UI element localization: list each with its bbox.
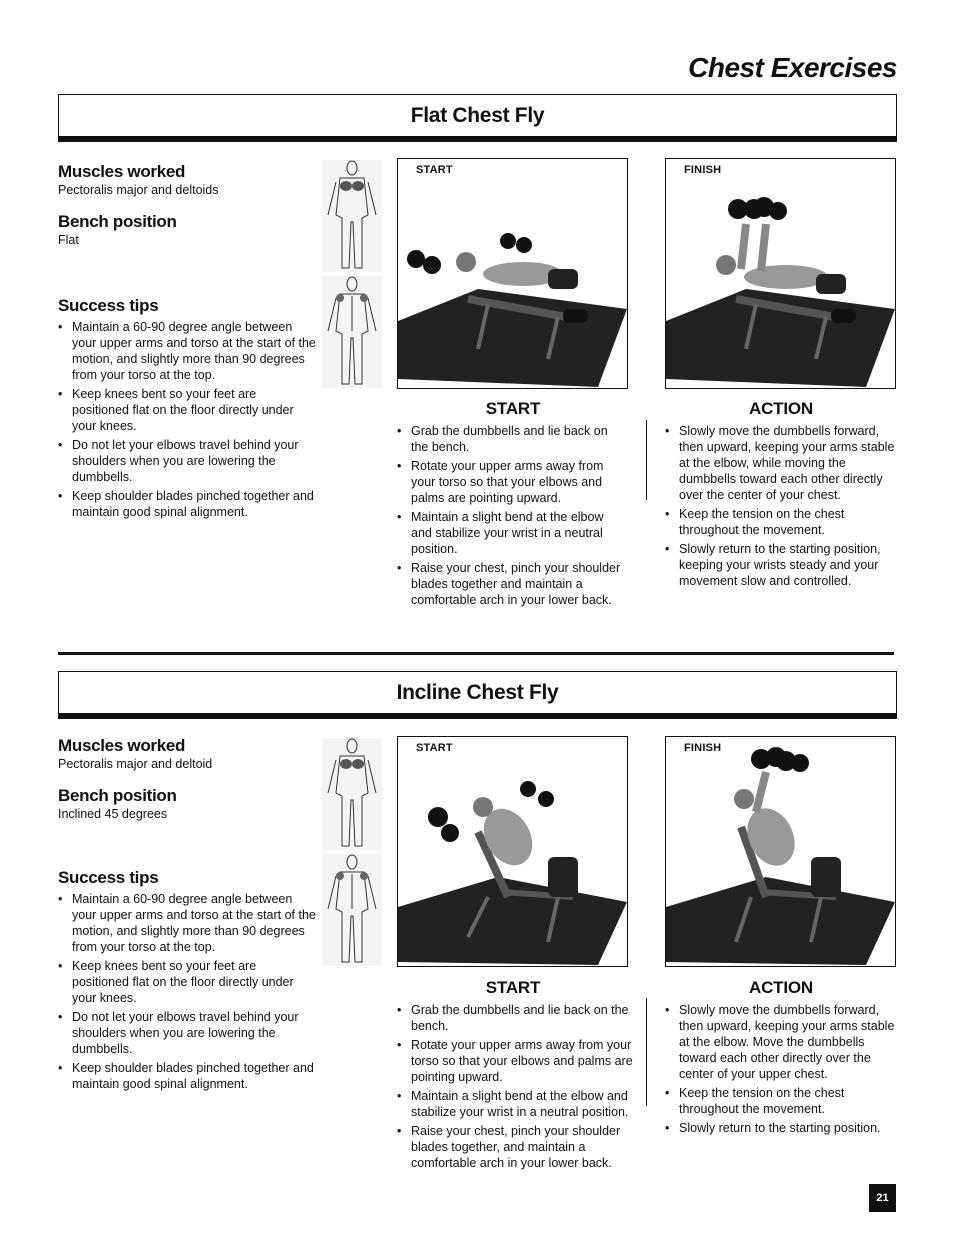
section-header-flat-chest-fly: Flat Chest Fly [58, 94, 897, 142]
section-header-incline-chest-fly: Incline Chest Fly [58, 671, 897, 719]
list-item: Keep the tension on the chest throughout… [665, 1085, 899, 1117]
bench-position-label: Bench position [58, 786, 177, 805]
list-item: Maintain a 60-90 degree angle between yo… [58, 319, 316, 383]
success-tips-list: Maintain a 60-90 degree angle between yo… [58, 319, 316, 520]
exercise-info: Muscles worked Pectoralis major and delt… [58, 736, 316, 1095]
photo-tag-finish: FINISH [684, 742, 722, 754]
muscles-worked-value: Pectoralis major and deltoids [58, 183, 219, 197]
exercise-illustration [398, 781, 627, 965]
photo-tag-start: START [416, 742, 453, 754]
column-rule [646, 420, 647, 500]
success-tips-label: Success tips [58, 296, 159, 315]
column-rule [646, 998, 647, 1106]
finish-photo: FINISH [665, 736, 896, 967]
start-instructions: Grab the dumbbells and lie back on the b… [397, 423, 623, 611]
list-item: Grab the dumbbells and lie back on the b… [397, 1002, 633, 1034]
anatomy-front-figure [322, 738, 382, 850]
photo-tag-finish: FINISH [684, 164, 722, 176]
section-heading: Incline Chest Fly [396, 680, 559, 704]
anatomy-back-figure [322, 276, 382, 388]
list-item: Keep the tension on the chest throughout… [665, 506, 899, 538]
anatomy-back-figure [322, 854, 382, 966]
list-item: Slowly move the dumbbells forward, then … [665, 423, 899, 503]
list-item: Maintain a 60-90 degree angle between yo… [58, 891, 316, 955]
list-item: Rotate your upper arms away from your to… [397, 458, 623, 506]
start-photo: START [397, 736, 628, 967]
muscles-worked-label: Muscles worked [58, 736, 186, 755]
exercise-illustration [666, 197, 895, 387]
anatomy-front-figure [322, 160, 382, 272]
page-number: 21 [869, 1184, 896, 1212]
list-item: Raise your chest, pinch your shoulder bl… [397, 560, 623, 608]
action-instructions: Slowly move the dumbbells forward, then … [665, 423, 899, 592]
action-instructions: Slowly move the dumbbells forward, then … [665, 1002, 899, 1139]
list-item: Keep shoulder blades pinched together an… [58, 1060, 316, 1092]
section-heading: Flat Chest Fly [410, 103, 545, 127]
finish-photo: FINISH [665, 158, 896, 389]
action-heading: ACTION [749, 978, 813, 997]
start-instructions: Grab the dumbbells and lie back on the b… [397, 1002, 633, 1174]
list-item: Rotate your upper arms away from your to… [397, 1037, 633, 1085]
photo-tag-start: START [416, 164, 453, 176]
anatomy-figures [322, 738, 384, 970]
exercise-illustration [666, 747, 895, 965]
start-heading: START [485, 399, 541, 418]
success-tips-list: Maintain a 60-90 degree angle between yo… [58, 891, 316, 1092]
list-item: Maintain a slight bend at the elbow and … [397, 509, 623, 557]
list-item: Raise your chest, pinch your shoulder bl… [397, 1123, 633, 1171]
muscles-worked-value: Pectoralis major and deltoid [58, 757, 213, 771]
list-item: Do not let your elbows travel behind you… [58, 1009, 316, 1057]
list-item: Keep shoulder blades pinched together an… [58, 488, 316, 520]
section-divider [58, 652, 894, 655]
list-item: Keep knees bent so your feet are positio… [58, 386, 316, 434]
start-heading: START [485, 978, 541, 997]
action-heading: ACTION [749, 399, 813, 418]
list-item: Keep knees bent so your feet are positio… [58, 958, 316, 1006]
list-item: Do not let your elbows travel behind you… [58, 437, 316, 485]
muscles-worked-label: Muscles worked [58, 162, 186, 181]
list-item: Slowly move the dumbbells forward, then … [665, 1002, 899, 1082]
start-photo: START [397, 158, 628, 389]
exercise-info: Muscles worked Pectoralis major and delt… [58, 162, 316, 523]
list-item: Slowly return to the starting position. [665, 1120, 899, 1136]
bench-position-label: Bench position [58, 212, 177, 231]
bench-position-value: Inclined 45 degrees [58, 807, 168, 821]
page-title: Chest Exercises [688, 52, 897, 83]
list-item: Slowly return to the starting position, … [665, 541, 899, 589]
bench-position-value: Flat [58, 233, 79, 247]
list-item: Grab the dumbbells and lie back on the b… [397, 423, 623, 455]
exercise-illustration [398, 233, 627, 387]
list-item: Maintain a slight bend at the elbow and … [397, 1088, 633, 1120]
success-tips-label: Success tips [58, 868, 159, 887]
anatomy-figures [322, 160, 384, 392]
